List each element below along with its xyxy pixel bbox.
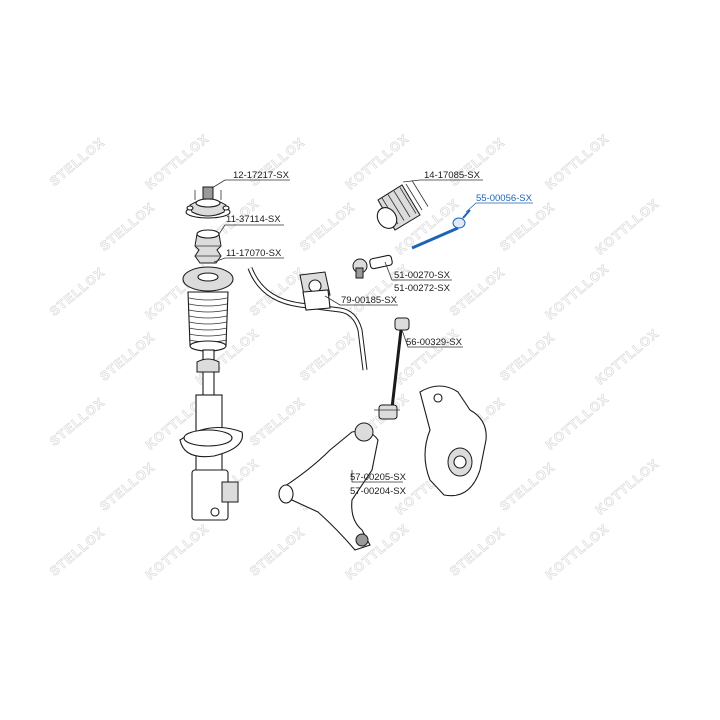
label-strut-mount[interactable]: 12-17217-SX [233,170,290,181]
watermark-text: STELLOX [497,329,558,384]
watermark-text: STELLOX [97,329,158,384]
label-bump-stop[interactable]: 11-37114-SX [226,214,281,225]
rack-boot-drawing [376,180,429,231]
strut-mount-drawing [185,186,231,219]
watermark-text: KOTTLLOX [542,521,611,583]
watermark-text: KOTTLLOX [592,196,661,258]
watermark-text: KOTTLLOX [592,456,661,518]
label-stabilizer-bushing[interactable]: 79-00185-SX [341,295,398,306]
label-dust-boot[interactable]: 11-17070-SX [226,248,282,259]
control-arm-drawing [278,422,379,551]
watermark-text: STELLOX [47,134,108,189]
watermark-text: STELLOX [47,394,108,449]
stabilizer-bushing-drawing [299,271,331,311]
watermark-text: STELLOX [297,199,358,254]
label-tie-rod-end-a[interactable]: 51-00270-SX [394,270,451,281]
watermark-text: STELLOX [247,524,308,579]
leader-lines [211,179,533,483]
bump-stop-drawing [194,229,222,264]
knuckle-drawing [419,385,487,497]
label-inner-tie-rod[interactable]: 55-00056-SX [476,193,533,204]
label-tie-rod-end-b[interactable]: 51-00272-SX [394,283,451,294]
watermark-text: KOTTLLOX [542,131,611,193]
watermark-text: STELLOX [447,524,508,579]
label-stabilizer-link[interactable]: 56-00329-SX [406,337,463,348]
watermark-text: STELLOX [47,264,108,319]
watermark-text: STELLOX [447,264,508,319]
label-control-arm-b[interactable]: 57-00204-SX [350,486,407,497]
watermark-text: KOTTLLOX [392,326,461,388]
watermark-text: KOTTLLOX [542,261,611,323]
watermark-text: KOTTLLOX [592,326,661,388]
watermark-layer: STELLOX KOTTLLOX STELLOX KOTTLLOX STELLOX KOT… [46,130,662,583]
stabilizer-link-drawing [374,317,410,420]
watermark-text: STELLOX [47,524,108,579]
watermark-text: STELLOX [247,394,308,449]
watermark-text: STELLOX [247,264,308,319]
dust-boot-drawing [182,266,234,352]
label-rack-boot[interactable]: 14-17085-SX [424,170,481,181]
watermark-text: STELLOX [97,459,158,514]
label-control-arm-a[interactable]: 57-00205-SX [350,472,407,483]
watermark-text: KOTTLLOX [142,131,211,193]
watermark-text: KOTTLLOX [342,131,411,193]
watermark-text: KOTTLLOX [142,521,211,583]
watermark-text: STELLOX [497,459,558,514]
watermark-text: STELLOX [297,329,358,384]
watermark-text: STELLOX [97,199,158,254]
inner-tie-rod-drawing [411,209,471,250]
strut-drawing [179,349,243,521]
watermark-text: KOTTLLOX [542,391,611,453]
part-labels: 12-17217-SX 11-37114-SX 11-17070-SX 14-1… [226,170,533,497]
watermark-text: STELLOX [497,199,558,254]
